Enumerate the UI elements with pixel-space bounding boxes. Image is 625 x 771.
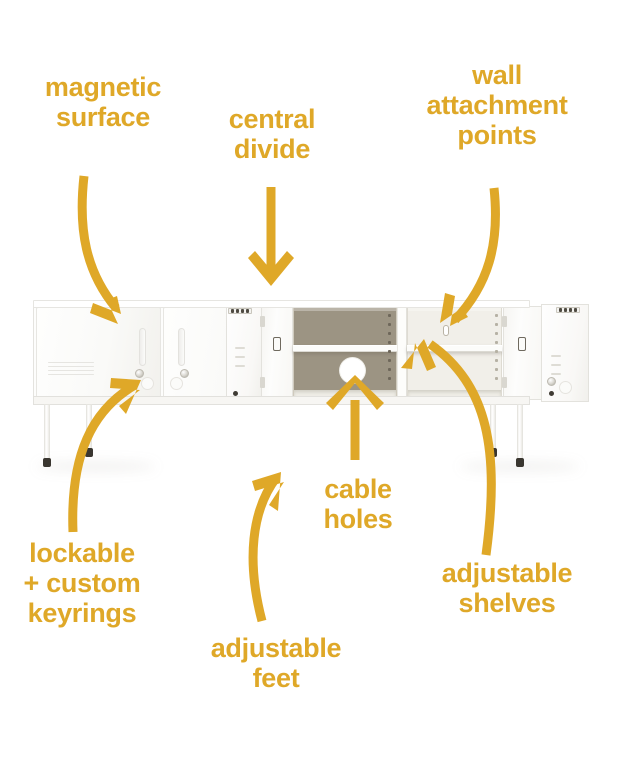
- door-4-lock-cylinder[interactable]: [547, 377, 556, 386]
- shelf-left[interactable]: [293, 345, 397, 352]
- door-4-inner-lock[interactable]: [518, 337, 526, 351]
- lock-cylinder-1[interactable]: [135, 369, 144, 378]
- door-3-latch-plate: [228, 308, 252, 314]
- foot-front-left[interactable]: [43, 458, 51, 467]
- shelf-pin-holes-right: [495, 314, 499, 386]
- leg-front-left: [44, 404, 50, 460]
- door-4-keyring: [559, 381, 572, 394]
- door-3-inner-panel[interactable]: [260, 306, 293, 400]
- door-4-mark-c: [551, 373, 561, 375]
- door-3-latch-dots: [231, 309, 249, 313]
- foot-back-right[interactable]: [489, 448, 497, 457]
- label-cable-holes: cable holes: [323, 474, 393, 535]
- cabinet-base-rail: [33, 396, 530, 405]
- label-adjustable-feet: adjustable feet: [210, 633, 342, 694]
- cable-hole: [340, 358, 365, 383]
- door-3-hinge-top: [260, 316, 265, 327]
- label-adjustable-shelves: adjustable shelves: [441, 558, 573, 619]
- door-3-inner-lock[interactable]: [273, 337, 281, 351]
- door-3-mark-c: [235, 365, 245, 367]
- shelf-pin-holes-left: [388, 314, 392, 386]
- label-central-divide: central divide: [228, 104, 316, 165]
- door-handle-2[interactable]: [178, 328, 185, 366]
- keyring-2: [170, 377, 183, 390]
- door-3-hinge-bottom: [260, 377, 265, 388]
- door-4-mark-a: [551, 355, 561, 357]
- leg-back-right: [490, 404, 496, 450]
- door-4-hinge-bottom: [502, 377, 507, 388]
- door-4-mark-b: [551, 364, 561, 366]
- keyring-1: [141, 377, 154, 390]
- door-4-screw-bottom: [549, 391, 554, 396]
- ground-shadow-left: [36, 462, 156, 471]
- shelf-right[interactable]: [407, 345, 502, 352]
- label-lockable-custom-keyrings: lockable + custom keyrings: [23, 538, 141, 629]
- door-4-hinge-top: [502, 316, 507, 327]
- leg-back-left: [86, 404, 92, 450]
- door-3-screw-bottom: [233, 391, 238, 396]
- door-handle-1[interactable]: [139, 328, 146, 366]
- vent-slots-1: [48, 362, 94, 378]
- door-1[interactable]: [36, 307, 161, 399]
- door-3-outer-panel[interactable]: [226, 304, 262, 402]
- door-4-latch-plate: [556, 307, 580, 313]
- lock-cylinder-2[interactable]: [180, 369, 189, 378]
- central-divide: [397, 304, 407, 400]
- label-magnetic-surface: magnetic surface: [44, 72, 162, 133]
- foot-front-right[interactable]: [516, 458, 524, 467]
- label-wall-attachment-points: wall attachment points: [426, 60, 568, 151]
- door-4-inner-panel[interactable]: [502, 306, 542, 400]
- door-3-mark-b: [235, 356, 245, 358]
- cabinet-top-surface: [33, 300, 530, 308]
- leg-front-right: [517, 404, 523, 460]
- compartment-right: [407, 306, 502, 398]
- wall-attachment-point: [444, 326, 448, 335]
- compartment-left: [293, 306, 397, 398]
- foot-back-left[interactable]: [85, 448, 93, 457]
- compartment-left-top-edge: [294, 307, 396, 311]
- door-4-latch-dots: [559, 308, 577, 312]
- door-3-mark-a: [235, 347, 245, 349]
